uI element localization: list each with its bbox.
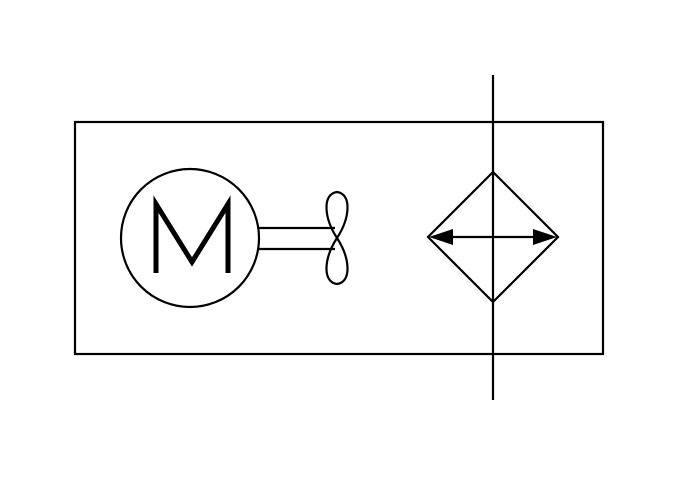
motor-icon: M (119, 167, 261, 309)
shaft (259, 226, 335, 251)
fan-blade-bottom (325, 235, 349, 286)
motor-circle (119, 167, 261, 309)
arrow-head-right (533, 229, 557, 245)
heat-exchanger-icon (426, 170, 560, 304)
motor-letter-glyph (153, 195, 231, 273)
exchanger-diamond (426, 170, 560, 304)
fan-icon (325, 190, 349, 286)
enclosure-frame (73, 120, 605, 356)
arrow-head-left (429, 229, 453, 245)
fan-blade-top (325, 190, 349, 241)
